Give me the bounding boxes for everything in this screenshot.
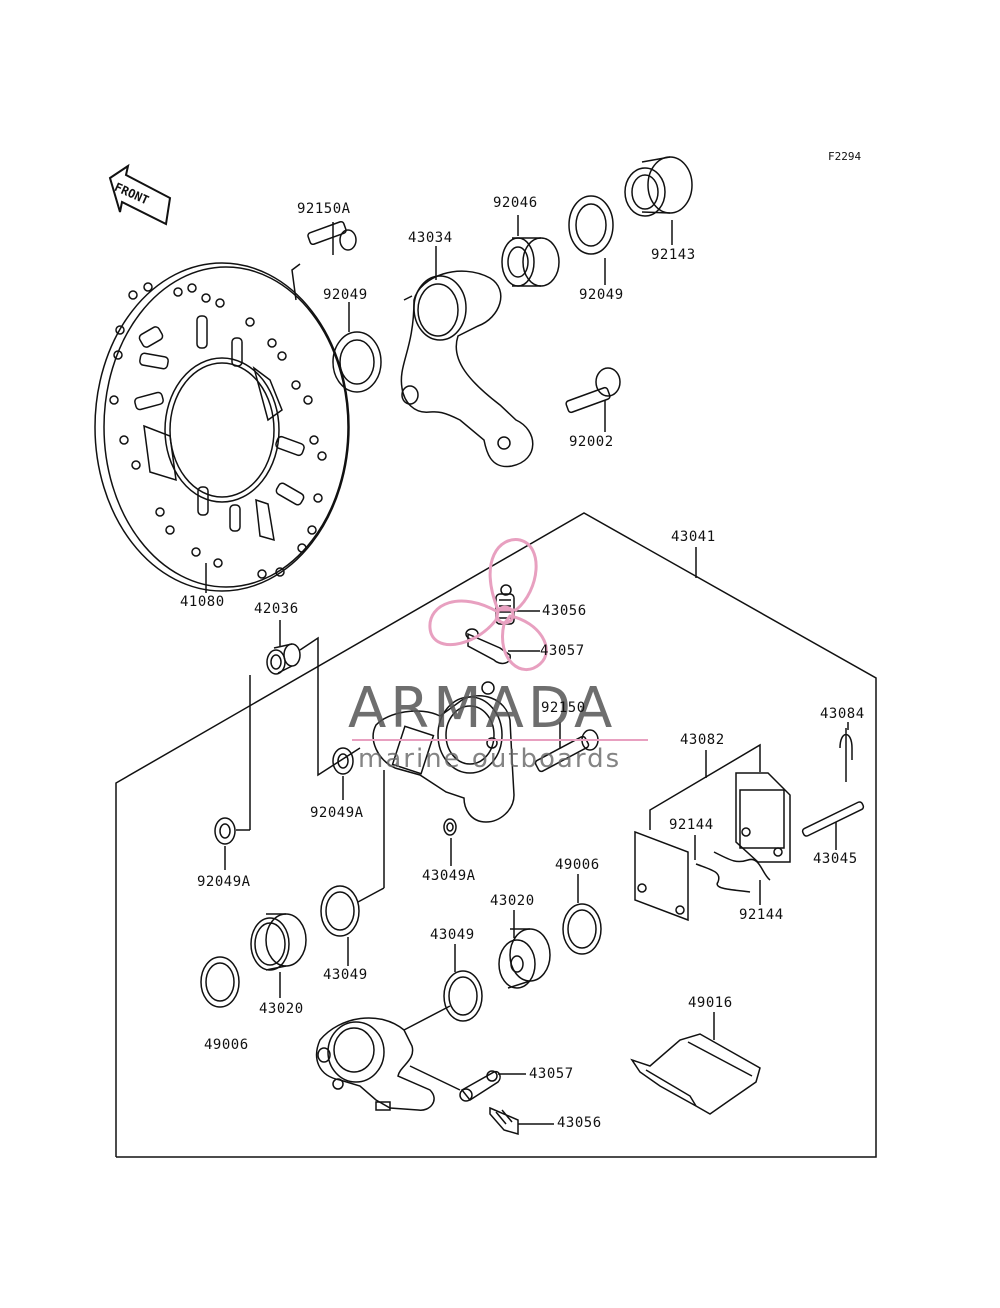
brake-disc-41080 [94,262,350,592]
label-92049A-left[interactable]: 92049A [197,874,251,890]
caliper-bracket-43034 [400,270,534,468]
diagram-code: F2294 [828,150,862,163]
label-41080[interactable]: 41080 [180,594,225,610]
seal-43049-right [443,970,483,1022]
label-92049-right[interactable]: 92049 [579,287,624,303]
label-92049-top[interactable]: 92049 [323,287,368,303]
seal-92049-right [568,195,614,255]
caliper-body-lower [315,1017,435,1111]
cap-43057-bottom [459,1070,501,1102]
piston-43020-right [498,928,551,989]
seal-92049-top [332,331,382,393]
spring-92144-a [695,863,751,893]
caliper-body-upper [372,681,515,823]
spring-92144-b [713,851,771,881]
label-43020-left[interactable]: 43020 [259,1001,304,1017]
label-43057-top[interactable]: 43057 [540,643,585,659]
label-43084[interactable]: 43084 [820,706,865,722]
washer-92049A-left [214,817,236,845]
label-92144-a[interactable]: 92144 [669,817,714,833]
label-92049A-mid[interactable]: 92049A [310,805,364,821]
bolt-92150A [291,220,357,301]
label-92002[interactable]: 92002 [569,434,614,450]
bleed-valve-43056-bottom [489,1106,519,1135]
label-43041[interactable]: 43041 [671,529,716,545]
label-43049A[interactable]: 43049A [422,868,476,884]
label-43082[interactable]: 43082 [680,732,725,748]
label-43045[interactable]: 43045 [813,851,858,867]
seal-43049-left [320,885,360,937]
label-43056-bottom[interactable]: 43056 [557,1115,602,1131]
label-43049-right[interactable]: 43049 [430,927,475,943]
pin-43084 [839,728,853,782]
pad-spring-49016 [630,1033,761,1115]
sleeve-42036 [266,643,301,675]
label-92150[interactable]: 92150 [541,700,586,716]
watermark-logo-icon [428,538,548,671]
bearing-92046 [501,237,560,287]
washer-92049A-mid [332,747,354,775]
brake-pad-43082-a [735,772,791,863]
front-arrow-icon [108,163,172,226]
label-92046[interactable]: 92046 [493,195,538,211]
collar-92143 [624,156,693,217]
watermark-title: ARMADA [348,676,617,741]
watermark-subtitle: marine outboards [358,744,622,774]
label-92150A[interactable]: 92150A [297,201,351,217]
label-92143[interactable]: 92143 [651,247,696,263]
label-49006-left[interactable]: 49006 [204,1037,249,1053]
bolt-92002 [565,367,621,414]
label-92144-b[interactable]: 92144 [739,907,784,923]
label-42036[interactable]: 42036 [254,601,299,617]
brake-pad-43082-b [634,830,689,922]
label-43049-left[interactable]: 43049 [323,967,368,983]
label-49016[interactable]: 49016 [688,995,733,1011]
label-43057-bottom[interactable]: 43057 [529,1066,574,1082]
label-49006-right[interactable]: 49006 [555,857,600,873]
label-43020-right[interactable]: 43020 [490,893,535,909]
label-43056-top[interactable]: 43056 [542,603,587,619]
piston-43020-left [250,913,307,971]
washer-43049A [443,818,457,836]
pin-43045 [801,801,865,837]
seal-49006-right [562,903,602,955]
label-43034[interactable]: 43034 [408,230,453,246]
seal-49006-left [200,956,240,1008]
